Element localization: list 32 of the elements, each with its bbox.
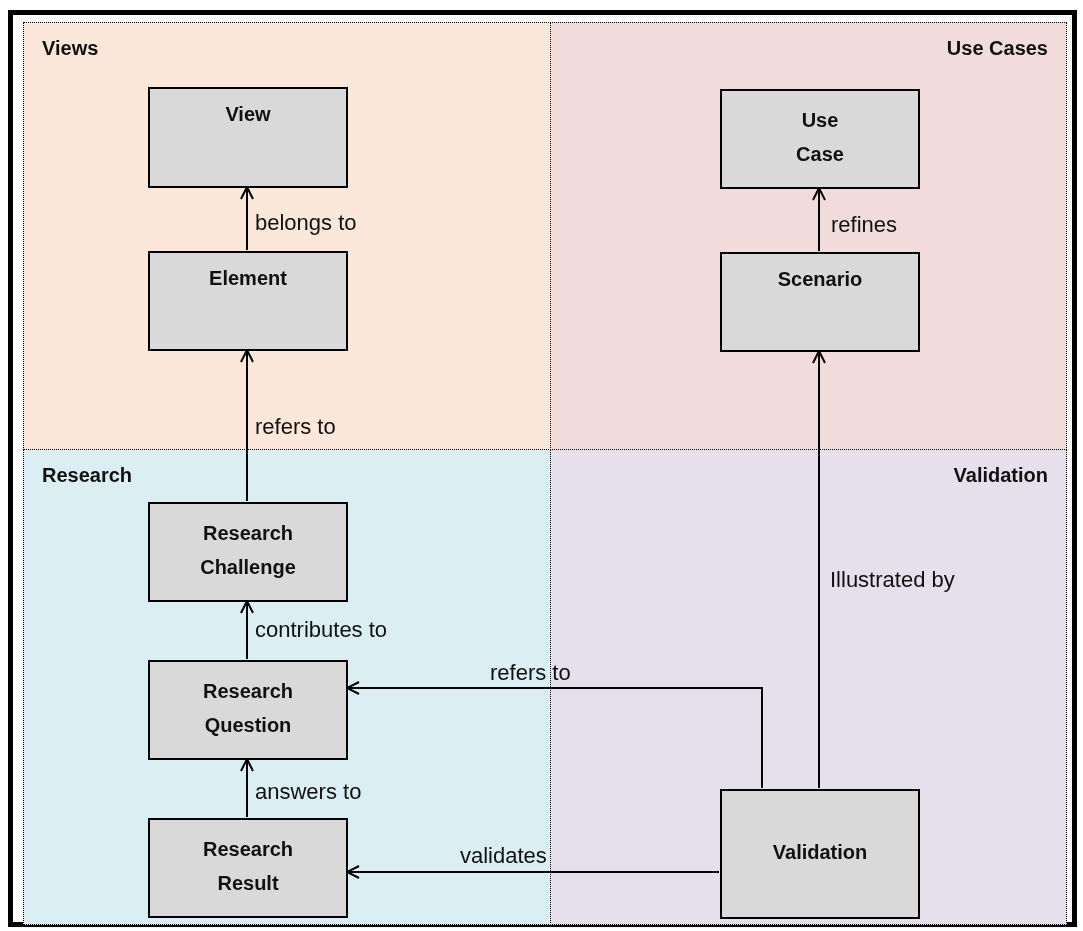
group-panel <box>550 22 1067 450</box>
arrow <box>812 350 826 789</box>
group-heading: Use Cases <box>946 37 1048 60</box>
entity-box: Research Challenge <box>148 502 348 602</box>
group-heading: Research <box>42 464 133 487</box>
group-heading: Validation <box>953 464 1048 487</box>
arrow <box>346 681 763 789</box>
edge-label: belongs to <box>255 210 357 236</box>
entity-box: Scenario <box>720 252 920 352</box>
group-panel <box>23 22 551 450</box>
edge-label: contributes to <box>255 617 388 643</box>
entity-box: Element <box>148 251 348 351</box>
edge-label: refers to <box>490 660 571 686</box>
arrow <box>240 758 254 818</box>
entity-box: View <box>148 87 348 188</box>
edge-label: Illustrated by <box>830 567 955 593</box>
edge-label: refers to <box>255 414 336 440</box>
entity-box: Research Result <box>148 818 348 918</box>
entity-box: Use Case <box>720 89 920 189</box>
arrow <box>240 186 254 251</box>
group-panel <box>23 449 551 925</box>
group-panel <box>550 449 1067 925</box>
entity-box: Validation <box>720 789 920 919</box>
edge-label: answers to <box>255 779 362 805</box>
entity-box: Research Question <box>148 660 348 760</box>
arrow <box>240 600 254 660</box>
edge-label: validates <box>460 843 547 869</box>
group-heading: Views <box>42 37 99 60</box>
edge-label: refines <box>831 212 898 238</box>
arrow <box>240 349 254 502</box>
arrow <box>346 865 720 879</box>
arrow <box>812 187 826 252</box>
